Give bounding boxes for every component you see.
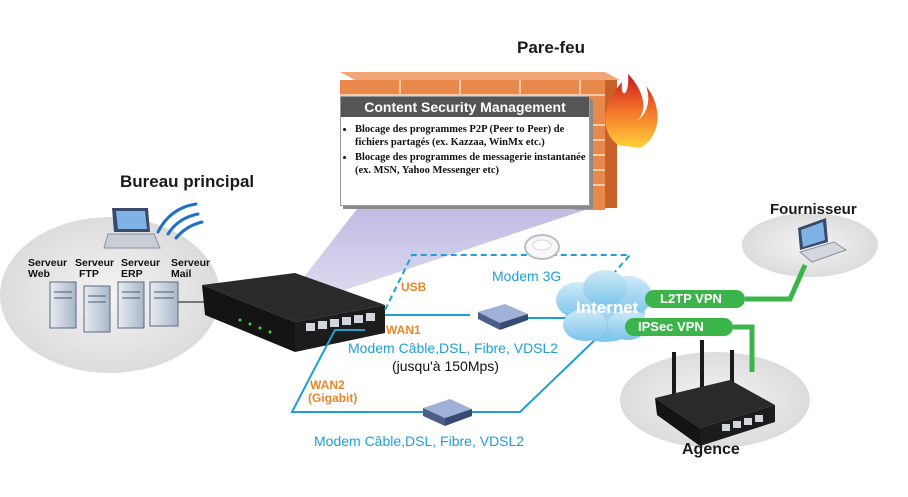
provider-label: Fournisseur — [770, 201, 857, 218]
l2tp-vpn-label: L2TP VPN — [660, 291, 722, 306]
server-icon — [49, 281, 179, 333]
wan1-speed-label: (jusqu'à 150Mps) — [392, 358, 499, 374]
usb-link — [384, 254, 633, 311]
wan2-link — [460, 334, 601, 413]
pc-icon — [798, 218, 848, 263]
csm-item-im: Blocage des programmes de messagerie ins… — [355, 151, 589, 177]
modem-3g-icon — [524, 234, 560, 260]
csm-list: Blocage des programmes P2P (Peer to Peer… — [341, 123, 589, 177]
wan1-label: WAN1 — [386, 323, 421, 337]
wifi-icon — [156, 202, 204, 240]
modem-3g-label: Modem 3G — [492, 268, 562, 284]
router-icon — [202, 273, 385, 352]
modem-wan1-icon — [478, 304, 528, 330]
usb-label: USB — [401, 280, 427, 294]
internet-label: Internet — [576, 298, 639, 317]
csm-beam — [290, 205, 600, 295]
flame-icon — [605, 74, 658, 148]
csm-title: Content Security Management — [341, 97, 589, 117]
cloud-icon — [556, 270, 652, 342]
l2tp-vpn-pipe — [645, 263, 808, 308]
laptop-icon — [103, 208, 161, 249]
wan1-modem-label: Modem Câble,DSL, Fibre, VDSL2 — [348, 340, 559, 356]
wan2-sub-label: (Gigabit) — [308, 391, 358, 405]
branch-router-icon — [655, 340, 775, 446]
firewall-label: Pare-feu — [517, 38, 586, 57]
head-office-label: Bureau principal — [120, 172, 255, 191]
ipsec-vpn-label: IPSec VPN — [638, 319, 704, 334]
ipsec-vpn-pipe — [625, 318, 755, 372]
branch-label: Agence — [682, 441, 740, 458]
wan2-modem-label: Modem Câble,DSL, Fibre, VDSL2 — [314, 433, 525, 449]
csm-item-p2p: Blocage des programmes P2P (Peer to Peer… — [355, 123, 589, 149]
wan2-label: WAN2 — [310, 378, 345, 392]
csm-panel: Content Security Management Blocage des … — [340, 96, 590, 206]
modem-wan2-icon — [423, 399, 472, 426]
